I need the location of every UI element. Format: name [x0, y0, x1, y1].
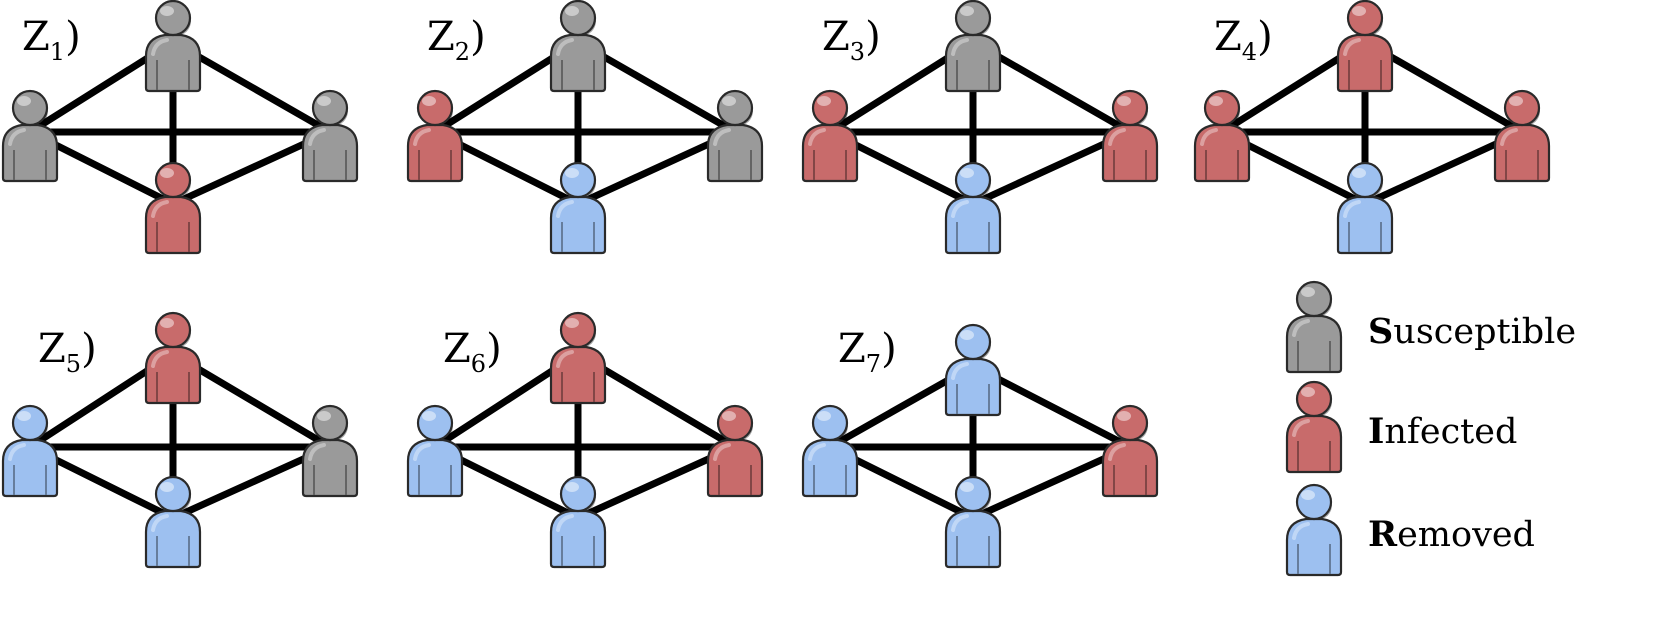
person-top-removed	[944, 323, 1002, 417]
panel-label: Z1)	[22, 14, 81, 66]
person-right-infected	[1101, 89, 1159, 183]
person-top-infected	[1336, 0, 1394, 93]
network-panel-z7: Z7)	[801, 323, 1159, 569]
panel-label: Z6)	[443, 326, 502, 378]
person-right-infected	[706, 404, 764, 498]
legend-item-infected: Infected	[1285, 380, 1517, 474]
panel-label: Z3)	[822, 14, 881, 66]
person-right-infected	[1493, 89, 1551, 183]
legend-label: Infected	[1368, 411, 1517, 452]
person-left-infected	[801, 89, 859, 183]
person-right-susceptible	[301, 404, 359, 498]
person-top-susceptible	[549, 0, 607, 93]
panel-label: Z5)	[38, 326, 97, 378]
person-bottom-removed	[549, 161, 607, 255]
panel-label: Z2)	[427, 14, 486, 66]
person-right-infected	[1101, 404, 1159, 498]
person-bottom-removed	[944, 475, 1002, 569]
network-panel-z2: Z2)	[406, 0, 764, 255]
person-left-removed	[406, 404, 464, 498]
person-bottom-removed	[549, 475, 607, 569]
legend-item-susceptible: Susceptible	[1285, 280, 1576, 374]
legend-person-removed	[1285, 483, 1343, 577]
person-left-removed	[801, 404, 859, 498]
legend-person-susceptible	[1285, 280, 1343, 374]
person-bottom-infected	[144, 161, 202, 255]
person-left-susceptible	[1, 89, 59, 183]
person-right-susceptible	[301, 89, 359, 183]
legend-person-infected	[1285, 380, 1343, 474]
person-top-susceptible	[944, 0, 1002, 93]
legend-label: Removed	[1368, 514, 1535, 555]
person-left-infected	[1193, 89, 1251, 183]
network-panel-z6: Z6)	[406, 311, 764, 569]
person-bottom-removed	[1336, 161, 1394, 255]
person-top-infected	[549, 311, 607, 405]
legend-label: Susceptible	[1368, 311, 1576, 352]
network-panel-z4: Z4)	[1193, 0, 1551, 255]
person-bottom-removed	[144, 475, 202, 569]
legend-item-removed: Removed	[1285, 483, 1535, 577]
network-panel-z5: Z5)	[1, 311, 359, 569]
person-right-susceptible	[706, 89, 764, 183]
network-panel-z3: Z3)	[801, 0, 1159, 255]
panel-label: Z4)	[1214, 14, 1273, 66]
person-left-infected	[406, 89, 464, 183]
panel-label: Z7)	[838, 326, 897, 378]
person-left-removed	[1, 404, 59, 498]
person-bottom-removed	[944, 161, 1002, 255]
network-panel-z1: Z1)	[1, 0, 359, 255]
person-top-susceptible	[144, 0, 202, 93]
person-top-infected	[144, 311, 202, 405]
